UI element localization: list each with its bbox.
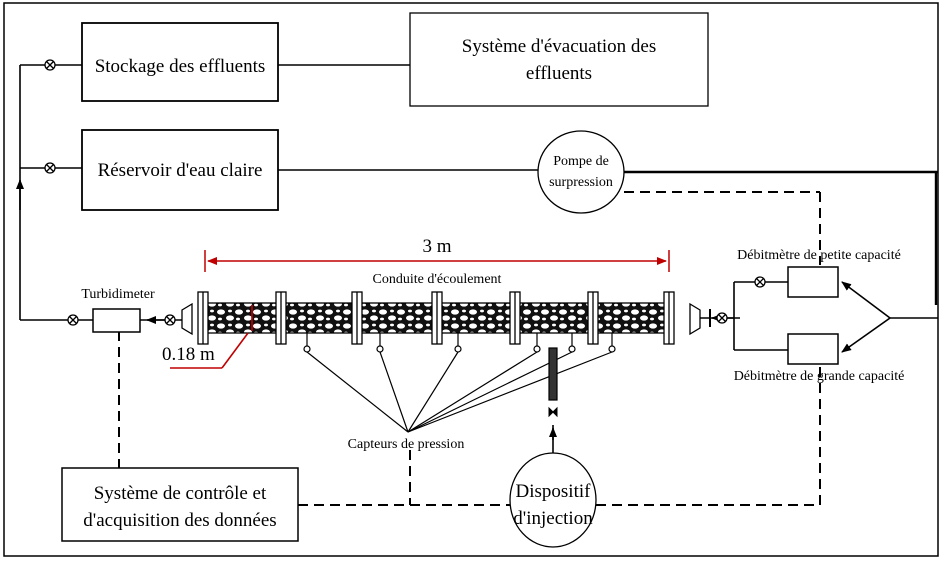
- pressure-sensors: [303, 333, 616, 433]
- length-label: 3 m: [422, 236, 451, 257]
- valve-inlet: [716, 312, 728, 324]
- injection-device-label-line1: Dispositif: [516, 481, 592, 502]
- diameter-label: 0.18 m: [162, 344, 215, 365]
- turbidimeter-label: Turbidimeter: [81, 287, 155, 302]
- effluent-storage-box: [81, 22, 279, 102]
- valve-clear-water: [44, 162, 56, 174]
- effluent-discharge-label-line1: Système d'évacuation des: [462, 36, 656, 57]
- injection-valve: [548, 406, 558, 418]
- control-system-label-line2: d'acquisition des données: [83, 510, 276, 531]
- effluent-storage-label: Stockage des effluents: [95, 56, 266, 77]
- pressure-sensors-label: Capteurs de pression: [348, 437, 465, 452]
- valve-small-flowmeter: [754, 276, 766, 288]
- valves: [44, 59, 766, 326]
- valve-storage: [44, 59, 56, 71]
- clear-water-tank-label: Réservoir d'eau claire: [98, 160, 263, 181]
- large-flowmeter-label: Débitmètre de grande capacité: [734, 369, 905, 384]
- booster-pump-label-line1: Pompe de: [553, 154, 609, 169]
- injection-tube: [548, 347, 558, 401]
- effluent-discharge-box: [409, 12, 709, 107]
- effluent-discharge-label-line2: effluents: [526, 63, 592, 84]
- injection-device: [509, 452, 597, 548]
- small-flowmeter-box: [787, 266, 839, 298]
- signal-lines: [118, 191, 821, 506]
- clear-water-tank-box: [81, 129, 279, 211]
- injection-device-label-line2: d'injection: [513, 508, 593, 529]
- turbidimeter-box: [92, 308, 141, 333]
- flow-pipe: [181, 291, 701, 345]
- valve-turbidimeter-out: [67, 314, 79, 326]
- control-system-label-line1: Système de contrôle et: [94, 483, 267, 504]
- small-flowmeter-label: Débitmètre de petite capacité: [737, 248, 901, 263]
- booster-pump-label-line2: surpression: [549, 175, 613, 190]
- large-flowmeter-box: [787, 333, 839, 365]
- diameter-dimension: [170, 305, 253, 369]
- flow-pipe-label: Conduite d'écoulement: [373, 272, 502, 287]
- valve-turbidimeter-in: [164, 314, 176, 326]
- control-system-box: [61, 467, 299, 542]
- length-dimension: [204, 250, 670, 272]
- outer-border: [3, 2, 939, 557]
- booster-pump: [537, 130, 625, 214]
